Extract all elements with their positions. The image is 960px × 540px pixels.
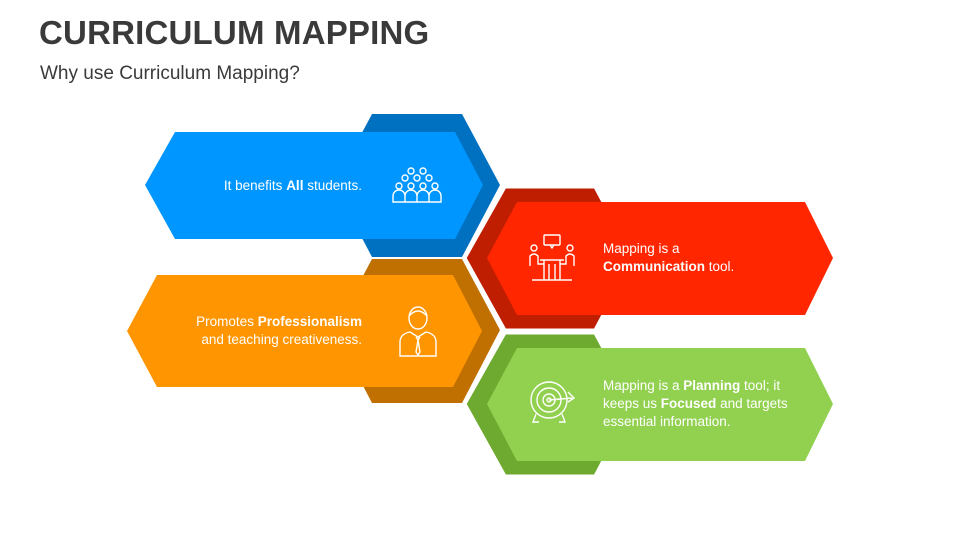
text-run: keeps us <box>603 396 661 411</box>
item-text-line: keeps us Focused and targets <box>603 395 788 413</box>
text-run: It benefits <box>223 178 287 193</box>
students-group-icon <box>392 167 442 203</box>
bold-text: Professionalism <box>257 314 362 329</box>
text-run: students. <box>303 178 362 193</box>
text-run: and teaching creativeness. <box>201 332 362 347</box>
item-text-line: It benefits All students. <box>224 177 362 195</box>
banner-0 <box>145 132 483 239</box>
item-text-line: Communication tool. <box>603 258 734 276</box>
bold-text: Communication <box>603 259 706 274</box>
text-run: essential information. <box>603 414 731 429</box>
item-text-line: Promotes Professionalism <box>196 313 362 331</box>
item-text-2: Mapping is a Communication tool. <box>603 240 734 276</box>
item-text-line: Mapping is a <box>603 240 734 258</box>
item-text-line: and teaching creativeness. <box>196 331 362 349</box>
bold-text: Focused <box>660 396 717 411</box>
target-arrow-icon <box>530 381 576 423</box>
page-subtitle: Why use Curriculum Mapping? <box>40 63 300 84</box>
text-run: tool. <box>705 259 735 274</box>
text-run: Mapping is a <box>603 241 680 256</box>
item-text-0: It benefits All students. <box>224 177 362 195</box>
item-text-line: essential information. <box>603 413 788 431</box>
bold-text: All <box>286 178 304 193</box>
page-title: CURRICULUM MAPPING <box>39 14 430 51</box>
professional-person-icon <box>399 306 437 357</box>
meeting-conversation-icon <box>529 234 575 281</box>
item-text-line: Mapping is a Planning tool; it <box>603 377 788 395</box>
banner-2 <box>487 202 833 315</box>
banner-3 <box>487 348 833 461</box>
bold-text: Planning <box>683 378 741 393</box>
text-run: Promotes <box>196 314 258 329</box>
banner-1 <box>127 275 482 387</box>
text-run: tool; it <box>740 378 781 393</box>
text-run: Mapping is a <box>603 378 684 393</box>
text-run: and targets <box>716 396 788 411</box>
